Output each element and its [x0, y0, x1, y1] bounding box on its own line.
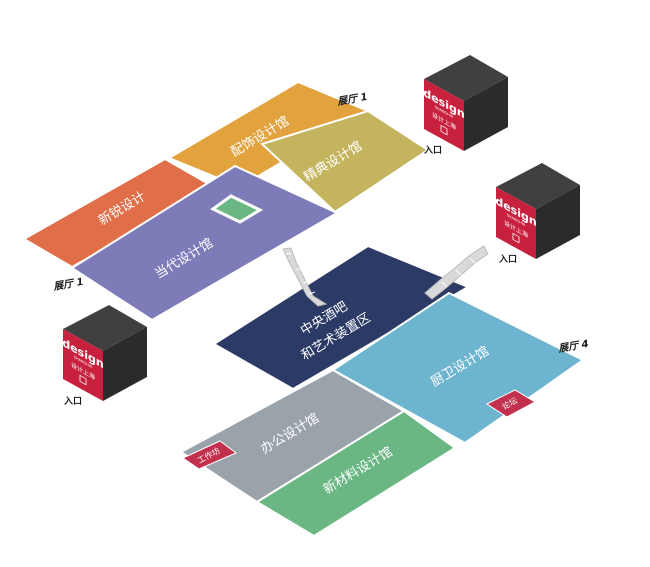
zone-contemporary[interactable] [70, 164, 340, 322]
cube-logo-square [440, 124, 448, 136]
cube-right-face [464, 77, 508, 151]
zone-central-bar[interactable] [212, 244, 471, 391]
cube-top-face [496, 163, 580, 209]
hall-label-1-top: 展厅 1 [335, 91, 368, 108]
cube-logo-square [512, 232, 520, 244]
entrance-label-b: 入口 [498, 254, 517, 265]
hall-label-1-left: 展厅 1 [51, 276, 84, 293]
passage-arrow-left [282, 247, 328, 307]
zone-classic[interactable] [260, 109, 430, 214]
hall-label-4: 展厅 4 [556, 338, 589, 355]
cube-front-face [63, 329, 103, 401]
zone-materials[interactable] [255, 409, 457, 538]
cube-front-face [424, 79, 464, 151]
cube-logo-square [79, 374, 87, 386]
passage-arrow-right [424, 245, 489, 300]
cube-right-face [103, 327, 147, 401]
forum-tag[interactable] [485, 389, 537, 418]
zone-kitchen[interactable] [331, 291, 585, 445]
cube-front-face [496, 187, 536, 259]
workshop-tag[interactable] [181, 440, 237, 470]
entrance-label-c: 入口 [63, 396, 82, 407]
cube-top-face [424, 55, 508, 101]
cube-right-face [536, 185, 580, 259]
zone-contemporary-marker [210, 194, 264, 224]
entrance-label-a: 入口 [423, 145, 442, 156]
cube-top-face [63, 305, 147, 351]
